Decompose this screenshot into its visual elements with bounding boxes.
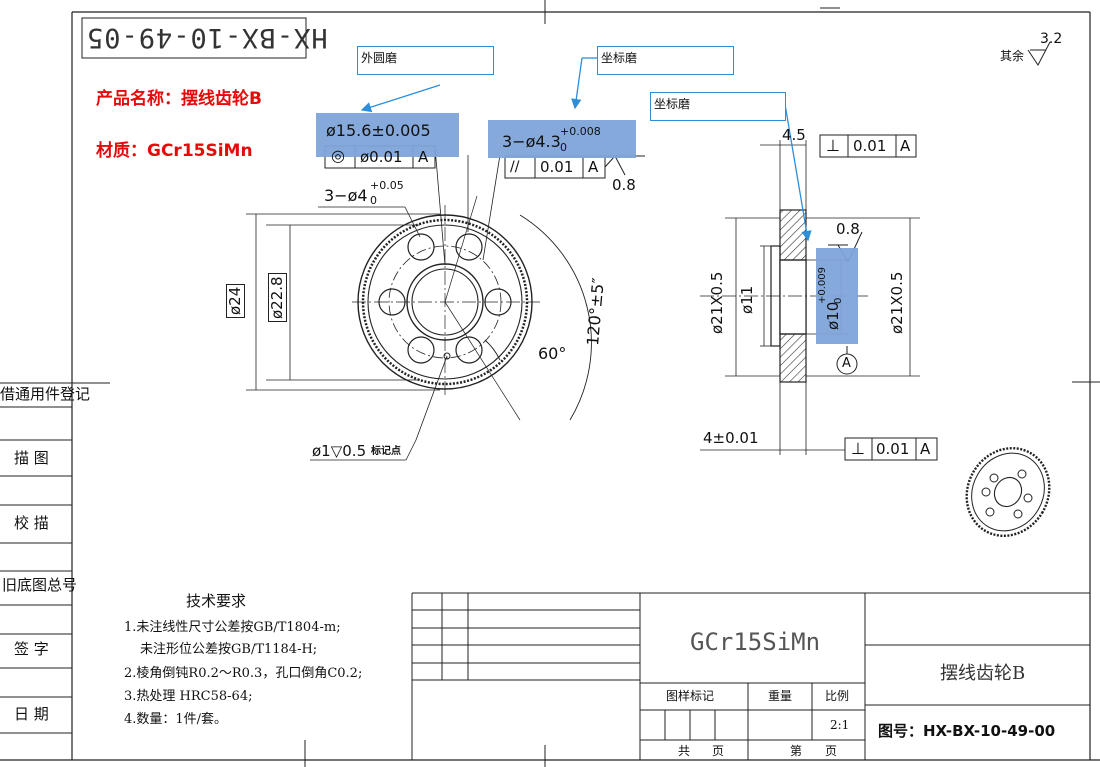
roughness-0-8-side: 0.8 <box>836 220 860 238</box>
material-label: 材质：GCr15SiMn <box>96 141 253 161</box>
highlight-bore-side <box>816 248 858 344</box>
callout-outer-grind: 外圆磨 <box>357 46 494 75</box>
parallelism-tol: 0.01 <box>540 158 574 176</box>
dia-11-dim: ø11 <box>738 285 756 314</box>
gear-3d-illustration-icon <box>965 446 1051 538</box>
highlight-bore-dim <box>316 113 459 157</box>
parallelism-icon: // <box>510 159 520 175</box>
drawing-number-label: 图号：HX-BX-10-49-00 <box>878 722 1056 740</box>
perpendicularity-icon: ⊥ <box>826 136 840 155</box>
thickness-4-5-dim: 4.5 <box>782 126 806 144</box>
angle-60-dim: 60° <box>538 344 567 363</box>
tech-req-item-5: 4.数量：1件/套。 <box>124 712 228 727</box>
sample-mark-label: 图样标记 <box>666 689 715 703</box>
weight-label: 重量 <box>768 689 793 703</box>
scale-label: 比例 <box>825 689 850 703</box>
perpendicularity-2-tol: 0.01 <box>876 440 910 458</box>
mark-hole-note: 标记点 <box>371 446 401 457</box>
drawing-number-box <box>81 17 307 59</box>
perpendicularity-2-icon: ⊥ <box>851 439 865 458</box>
tech-req-item-2: 未注形位公差按GB/T1184-H; <box>140 642 318 657</box>
dia-10-dim: ø10 <box>824 301 842 330</box>
holes-1-dim: 3−ø4.3 <box>502 132 561 151</box>
left-col-label-2: 描 图 <box>14 449 49 467</box>
dia-21-right-dim: ø21X0.5 <box>888 271 906 334</box>
dia-24-dim: ø24 <box>226 283 245 318</box>
total-label: 共 <box>678 744 691 758</box>
highlight-holes-dim <box>488 120 636 158</box>
front-view-gear <box>246 145 645 461</box>
tech-req-item-1: 1.未注线性尺寸公差按GB/T1804-m; <box>124 620 341 635</box>
sheet-label: 第 <box>790 744 803 758</box>
dia-21-left-dim: ø21X0.5 <box>708 271 726 334</box>
roughness-rest-value: 3.2 <box>1040 31 1063 47</box>
perpendicularity-2-datum: A <box>920 440 931 458</box>
roughness-symbol-rest <box>1027 41 1051 66</box>
tech-req-item-3: 2.棱角倒钝R0.2～R0.3，孔口倒角C0.2; <box>124 666 363 681</box>
perpendicularity-datum: A <box>900 137 911 155</box>
holes-1-tol-up: +0.008 <box>560 125 601 138</box>
holes-2-tol-low: 0 <box>370 194 377 207</box>
perpendicularity-tol: 0.01 <box>853 137 887 155</box>
drawing-number-mirrored: HX-BX-10-49-05 <box>86 22 328 53</box>
tech-requirements-title: 技术要求 <box>186 592 247 610</box>
concentricity-datum: A <box>418 148 429 166</box>
holes-1-roughness: 0.8 <box>612 176 636 194</box>
sheet-page-label: 页 <box>825 744 838 758</box>
roughness-rest-label: 其余 <box>1000 49 1025 63</box>
holes-2-dim: 3−ø4 <box>324 186 368 205</box>
title-block-part-name: 摆线齿轮B <box>940 663 1026 684</box>
scale-value: 2:1 <box>830 718 850 732</box>
side-view-gear <box>700 134 938 461</box>
holes-1-tol-low: 0 <box>560 141 567 154</box>
dia-10-tol-up: +0.009 <box>817 266 828 304</box>
callout-coord-grind-2: 坐标磨 <box>650 92 786 121</box>
concentricity-icon: ◎ <box>331 146 345 165</box>
bore-dia-dim: ø15.6±0.005 <box>326 121 431 140</box>
left-col-label-4: 旧底图总号 <box>2 576 78 594</box>
datum-a-symbol: A <box>842 356 851 371</box>
product-name-label: 产品名称：摆线齿轮B <box>96 89 262 109</box>
dia-22-8-dim: ø22.8 <box>268 273 287 322</box>
left-column-grid <box>0 382 110 734</box>
left-col-label-3: 校 描 <box>14 514 49 532</box>
mark-hole-dim: ø1▽0.5 <box>312 442 367 460</box>
left-col-label-6: 日 期 <box>14 705 49 723</box>
parallelism-datum: A <box>588 158 599 176</box>
title-block-grid <box>411 592 1090 760</box>
dia-10-tol-low: 0 <box>833 297 844 304</box>
title-block-material: GCr15SiMn <box>690 628 821 656</box>
holes-2-tol-up: +0.05 <box>370 179 404 192</box>
total-page-label: 页 <box>712 744 725 758</box>
left-col-label-1: 借通用件登记 <box>0 385 91 403</box>
tech-req-item-4: 3.热处理 HRC58-64; <box>124 689 253 704</box>
width-4-dim: 4±0.01 <box>703 429 759 447</box>
callout-coord-grind-1: 坐标磨 <box>597 46 734 75</box>
concentricity-tol: ø0.01 <box>360 148 403 166</box>
left-col-label-5: 签 字 <box>14 640 49 658</box>
